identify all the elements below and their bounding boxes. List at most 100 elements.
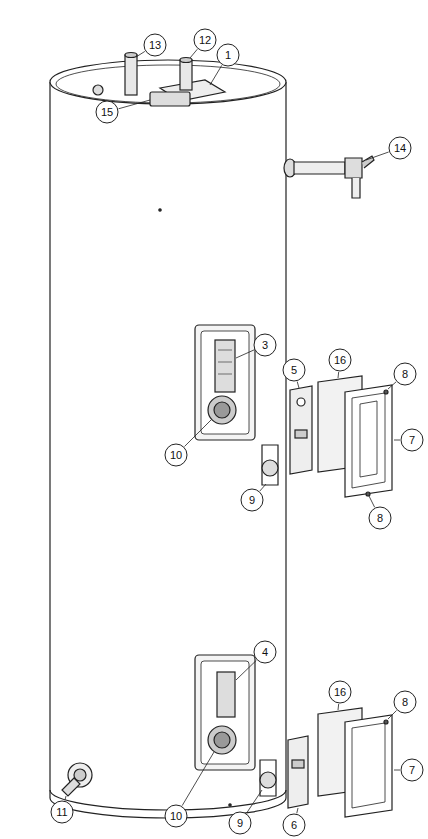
upper-thermostat-cover: [262, 460, 278, 476]
callout-circle: [254, 334, 276, 356]
leader-line: [182, 752, 214, 806]
cold-inlet-pipe: [125, 55, 137, 95]
callout-number: 8: [394, 691, 416, 713]
callout-circle: [51, 801, 73, 823]
callout-number: 16: [329, 349, 351, 371]
cover-rim: [352, 723, 385, 808]
callout-circle: [165, 444, 187, 466]
lower-insulation-clip: [260, 760, 276, 796]
callout-circle: [229, 812, 251, 834]
leader-line: [297, 808, 298, 813]
callout-number: 14: [389, 137, 411, 159]
callout-circle: [165, 805, 187, 827]
leader-line: [369, 496, 375, 507]
leader-line: [236, 660, 256, 680]
callout-circle: [241, 489, 263, 511]
callout-number: 10: [165, 444, 187, 466]
callout-number: 13: [144, 34, 166, 56]
callout-circle: [394, 363, 416, 385]
tank-shell: [50, 82, 286, 818]
callout-circle: [144, 34, 166, 56]
lower-element: [208, 726, 236, 754]
leader-line: [190, 49, 197, 58]
cover-screw: [366, 492, 370, 496]
leader-line: [236, 350, 254, 358]
drain-nozzle: [62, 778, 80, 796]
valve-outlet: [352, 178, 360, 198]
pipe-end: [125, 53, 137, 58]
callout-circle: [394, 691, 416, 713]
upper-element: [208, 396, 236, 424]
bracket-tab: [295, 430, 307, 438]
callout-number: 3: [254, 334, 276, 356]
callout-number: 15: [96, 101, 118, 123]
callout-circle: [254, 641, 276, 663]
lower-thermostat: [217, 672, 235, 717]
bracket-tab: [292, 760, 304, 768]
leader-line: [260, 484, 266, 491]
leader-line: [388, 710, 397, 719]
valve-head: [345, 158, 362, 178]
leader-line: [65, 796, 66, 800]
lower-access-cover: [345, 715, 392, 817]
callout-number: 5: [283, 359, 305, 381]
leader-line: [338, 372, 340, 378]
callout-number: 10: [165, 805, 187, 827]
callout-number: 16: [329, 681, 351, 703]
opening-inner: [201, 661, 249, 764]
callout-number: 4: [254, 641, 276, 663]
lower-access-opening: [195, 655, 255, 770]
callout-number: 1: [217, 44, 239, 66]
pipe-end: [180, 58, 192, 63]
hot-outlet-pipe: [180, 60, 192, 90]
leader-line: [394, 440, 400, 441]
callout-number: 9: [229, 812, 251, 834]
upper-access-cover: [345, 385, 392, 497]
callout-number: 7: [401, 759, 423, 781]
cover-screw: [384, 390, 388, 394]
anode-port: [93, 85, 103, 95]
cover-recess: [360, 401, 377, 477]
bracket-hole: [297, 398, 305, 406]
leader-line: [210, 65, 222, 85]
callout-number: 8: [369, 507, 391, 529]
callout-circle: [96, 101, 118, 123]
upper-thermostat: [215, 340, 235, 392]
upper-bracket: [290, 386, 312, 474]
leader-line: [388, 382, 396, 389]
lower-thermostat-cover: [260, 772, 276, 788]
opening-inner: [201, 331, 249, 434]
callout-circle: [194, 29, 216, 51]
junction-cover: [150, 92, 190, 106]
leader-line: [184, 420, 211, 447]
leader-line: [247, 790, 262, 813]
callout-circle: [217, 44, 239, 66]
leader-line: [338, 704, 340, 710]
cover-rim: [352, 393, 385, 488]
callout-circle: [329, 681, 351, 703]
callout-number: 9: [241, 489, 263, 511]
cover-screw: [384, 720, 388, 724]
leader-line: [394, 770, 400, 771]
callout-circle: [389, 137, 411, 159]
upper-access-opening: [195, 325, 255, 440]
callout-circle: [329, 349, 351, 371]
leader-line: [119, 100, 150, 109]
callout-circle: [369, 507, 391, 529]
callout-circle: [283, 359, 305, 381]
callout-circle: [283, 814, 305, 836]
leader-line: [366, 152, 389, 160]
leader-line: [297, 382, 299, 388]
callout-number: 6: [283, 814, 305, 836]
callout-circle: [401, 759, 423, 781]
valve-body: [294, 162, 345, 174]
upper-insulation-clip: [262, 445, 278, 485]
callout-circle: [401, 429, 423, 451]
callout-number: 11: [51, 801, 73, 823]
element-hex: [214, 732, 230, 748]
leader-line: [136, 51, 145, 57]
lower-bracket: [288, 736, 308, 808]
callout-number: 12: [194, 29, 216, 51]
callout-number: 8: [394, 363, 416, 385]
